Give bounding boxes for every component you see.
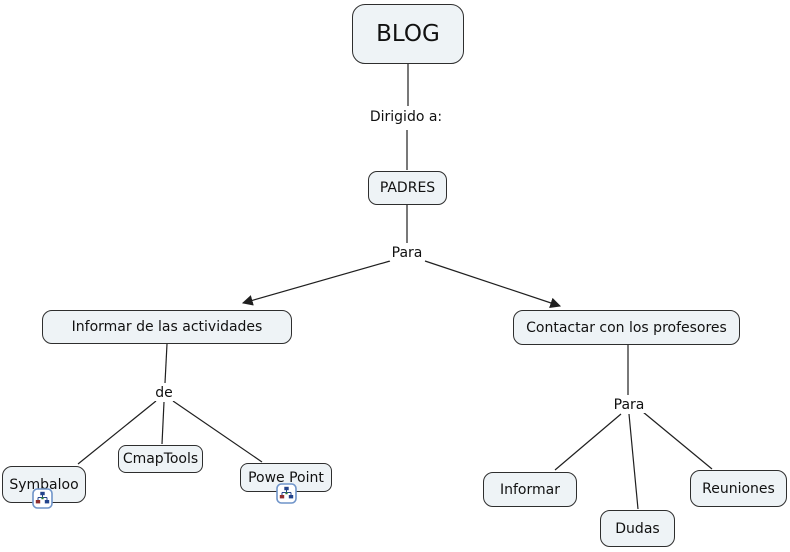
concept-map-resource-icon[interactable] xyxy=(276,483,297,504)
node-padres[interactable]: PADRES xyxy=(368,171,447,205)
link-label-para-right[interactable]: Para xyxy=(611,397,647,413)
link-para-to-reuniones xyxy=(642,411,713,470)
link-de-to-powepoint xyxy=(172,400,263,463)
node-informar[interactable]: Informar xyxy=(483,472,577,507)
node-contactar-profesores[interactable]: Contactar con los profesores xyxy=(513,310,740,345)
node-informar-actividades[interactable]: Informar de las actividades xyxy=(42,310,292,344)
node-cmaptools[interactable]: CmapTools xyxy=(118,445,203,473)
link-para-to-informar xyxy=(554,413,622,471)
node-reuniones[interactable]: Reuniones xyxy=(690,470,787,507)
link-informar-actividades-to-de xyxy=(164,343,168,384)
node-dudas[interactable]: Dudas xyxy=(600,510,675,547)
link-de-to-symbaloo xyxy=(77,400,157,465)
arrow-para-to-informar-actividades xyxy=(241,260,391,306)
concept-map-resource-icon[interactable] xyxy=(32,488,53,509)
link-label-de[interactable]: de xyxy=(153,385,175,401)
node-blog[interactable]: BLOG xyxy=(352,4,464,64)
link-de-to-cmaptools xyxy=(161,401,165,445)
link-label-para-top[interactable]: Para xyxy=(389,245,425,261)
arrow-para-to-contactar-profesores xyxy=(424,260,562,309)
link-para-to-dudas xyxy=(628,413,639,510)
link-label-dirigido-a[interactable]: Dirigido a: xyxy=(367,109,445,125)
